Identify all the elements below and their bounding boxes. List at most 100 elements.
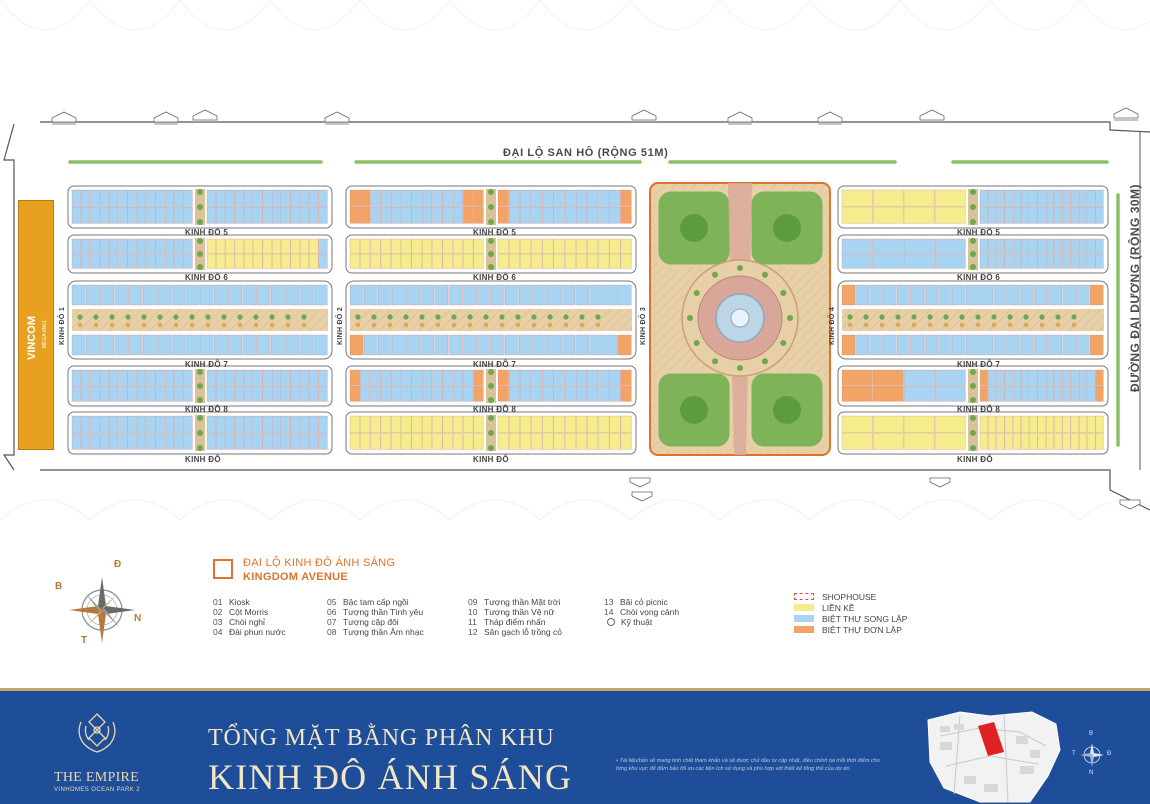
road-label-kinh-do-7-b: KINH ĐÔ 7 <box>473 360 517 369</box>
brand-name: THE EMPIRE <box>54 770 140 785</box>
gate-icon <box>629 477 651 488</box>
road-label-kinh-do-5-a: KINH ĐÔ 5 <box>185 228 229 237</box>
block-left-row-5 <box>67 411 333 455</box>
footer-accent-stripe <box>0 688 1150 691</box>
road-label-kinh-do-8-b: KINH ĐÔ 8 <box>473 405 517 414</box>
location-key-map <box>927 711 1061 803</box>
legend-song-lap: BIỆT THỰ SONG LẬP <box>794 613 907 624</box>
brand-subtitle: VINHOMES OCEAN PARK 2 <box>54 787 140 793</box>
legend-lien-ke: LIỀN KỀ <box>794 602 907 613</box>
compass-letter-right: N <box>134 613 142 624</box>
vincom-label: VINCOM <box>26 316 38 360</box>
vincom-sublabel: MEGA MALL <box>42 319 48 348</box>
song-lap-swatch <box>794 615 814 622</box>
gate-icon <box>192 109 218 123</box>
road-label-kinh-do-1: KINH ĐÔ 1 <box>59 306 66 345</box>
block-right-row-5 <box>837 411 1109 455</box>
mini-compass-left: T <box>1072 751 1076 757</box>
road-edge-bottom <box>40 469 1150 511</box>
compass-rose: Đ B N T <box>55 559 150 655</box>
block-right-row-4 <box>837 365 1109 407</box>
plan-title-line-2: KINH ĐÔ ÁNH SÁNG <box>208 757 573 797</box>
road-label-kinh-do-8-c: KINH ĐÔ 8 <box>957 405 1001 414</box>
block-mid-row-5 <box>345 411 637 455</box>
kingdom-avenue-title-vn: ĐẠI LỘ KINH ĐÔ ÁNH SÁNG <box>243 557 396 569</box>
plan-title-line-1: TỔNG MẶT BẰNG PHÂN KHU <box>208 725 555 751</box>
gate-icon <box>153 111 179 125</box>
road-label-kinh-do-8-a: KINH ĐÔ 8 <box>185 405 229 414</box>
road-edge-left <box>2 123 15 471</box>
block-mid-row-2 <box>345 234 637 274</box>
property-type-legend: SHOPHOUSE LIỀN KỀ BIỆT THỰ SONG LẬP BIỆT… <box>794 591 907 635</box>
gate-icon <box>919 109 945 123</box>
road-label-kinh-do-6-c: KINH ĐÔ 6 <box>957 273 1001 282</box>
block-right-row-1 <box>837 185 1109 229</box>
disclaimer-text: • Tài liệu/bản vẽ mang tính chất tham kh… <box>616 758 880 772</box>
block-mid-row-1 <box>345 185 637 229</box>
road-label-kinh-do-5-c: KINH ĐÔ 5 <box>957 228 1001 237</box>
shophouse-swatch <box>794 593 814 600</box>
legend-shophouse: SHOPHOUSE <box>794 591 907 602</box>
block-left-row-1 <box>67 185 333 229</box>
block-mid-villa <box>345 280 637 360</box>
gate-icon <box>727 111 753 125</box>
the-empire-logo-icon <box>78 713 116 753</box>
mini-compass-bottom: N <box>1089 770 1094 776</box>
don-lap-swatch <box>794 626 814 633</box>
block-right-villa <box>837 280 1109 360</box>
road-edge-top <box>40 121 1150 133</box>
kingdom-avenue-legend-swatch <box>213 559 233 579</box>
compass-letter-top: Đ <box>114 559 122 570</box>
compass-letter-left: B <box>55 581 63 592</box>
block-left-villa <box>67 280 333 360</box>
road-label-kinh-do-2: KINH ĐÔ 2 <box>337 306 344 345</box>
lot-blocks <box>67 185 1109 455</box>
technical-legend-item: Kỹ thuật <box>604 617 679 627</box>
site-plan-drawing <box>0 0 1150 521</box>
mini-compass-right: Đ <box>1107 751 1112 757</box>
mini-compass-icon <box>1080 743 1104 767</box>
legend-don-lap: BIỆT THỰ ĐƠN LẬP <box>794 624 907 635</box>
gate-icon <box>51 111 77 125</box>
gate-icons <box>51 107 1141 510</box>
road-label-kinh-do-6-a: KINH ĐÔ 6 <box>185 273 229 282</box>
kingdom-avenue-title-en: KINGDOM AVENUE <box>243 571 349 583</box>
master-plan-map: ĐẠI LỘ SAN HÔ (RỘNG 51M) ĐƯỜNG ĐẠI DƯƠNG… <box>0 0 1150 655</box>
block-right-row-2 <box>837 234 1109 274</box>
gate-icon <box>631 109 657 123</box>
central-park-kingdom-avenue <box>649 182 831 456</box>
road-label-kinh-do-4: KINH ĐÔ 4 <box>829 306 836 345</box>
mini-compass: B T Đ N <box>1072 731 1112 777</box>
gate-icon <box>817 111 843 125</box>
road-label-kinh-do-bottom-c: KINH ĐÔ <box>957 455 993 464</box>
road-label-kinh-do-bottom-b: KINH ĐÔ <box>473 455 509 464</box>
compass-icon <box>69 577 135 643</box>
gate-icon <box>1113 107 1139 121</box>
vincom-mega-mall-block <box>18 200 54 450</box>
gate-icon <box>324 111 350 125</box>
compass-letter-bottom: T <box>81 635 88 646</box>
lien-ke-swatch <box>794 604 814 611</box>
road-label-dai-lo-san-ho: ĐẠI LỘ SAN HÔ (RỘNG 51M) <box>503 147 669 159</box>
road-label-duong-dai-duong: ĐƯỜNG ĐẠI DƯƠNG (RỘNG 30M) <box>1128 183 1142 392</box>
road-label-kinh-do-5-b: KINH ĐÔ 5 <box>473 228 517 237</box>
road-label-kinh-do-6-b: KINH ĐÔ 6 <box>473 273 517 282</box>
block-left-row-2 <box>67 234 333 274</box>
